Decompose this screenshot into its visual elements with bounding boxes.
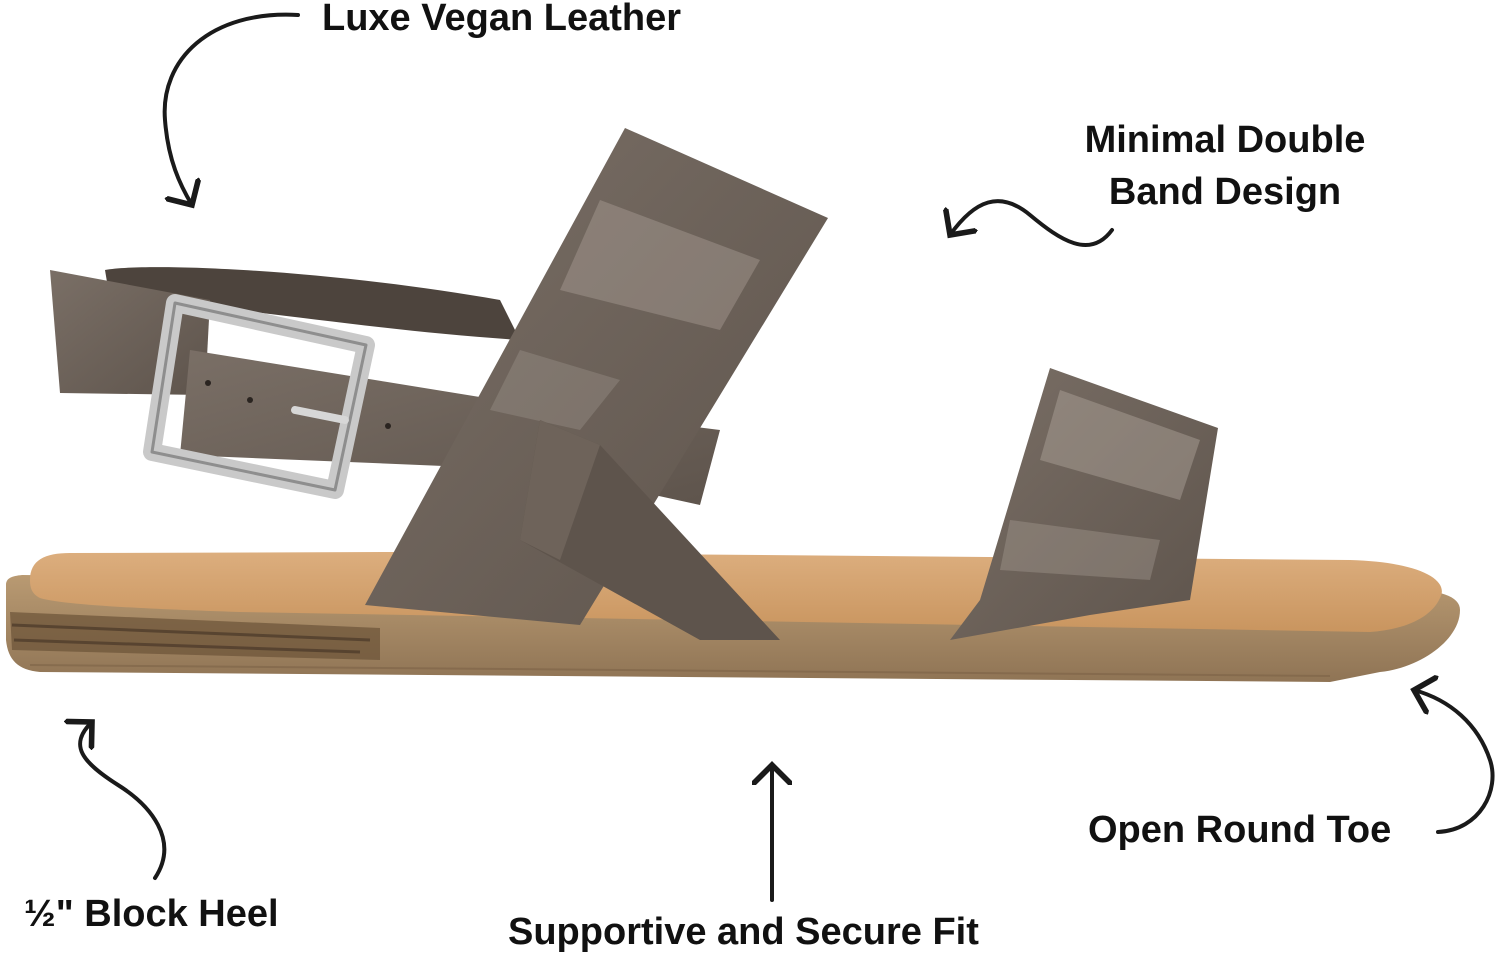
arrow-block-heel: [80, 722, 167, 880]
strap-hole-1: [205, 380, 211, 386]
callout-secure-fit: Supportive and Secure Fit: [508, 911, 979, 953]
toe-band: [950, 368, 1218, 640]
callout-double-band-line1: Minimal Double: [1084, 119, 1366, 161]
arrow-luxe-leather: [162, 12, 300, 205]
back-strap: [105, 267, 520, 340]
strap-hole-3: [385, 423, 391, 429]
callout-double-band-line2: Band Design: [1108, 171, 1342, 213]
rear-band: [365, 128, 828, 625]
callout-open-round-toe: Open Round Toe: [1088, 809, 1392, 851]
callout-double-band-design: Minimal Double Band Design: [1030, 114, 1420, 218]
buckle: [143, 294, 375, 499]
callout-luxe-vegan-leather: Luxe Vegan Leather: [322, 0, 682, 39]
strap-hole-2: [247, 397, 253, 403]
arrow-open-toe: [1414, 690, 1495, 834]
callout-block-heel: ½" Block Heel: [24, 893, 279, 935]
arrow-double-band: [950, 199, 1114, 248]
